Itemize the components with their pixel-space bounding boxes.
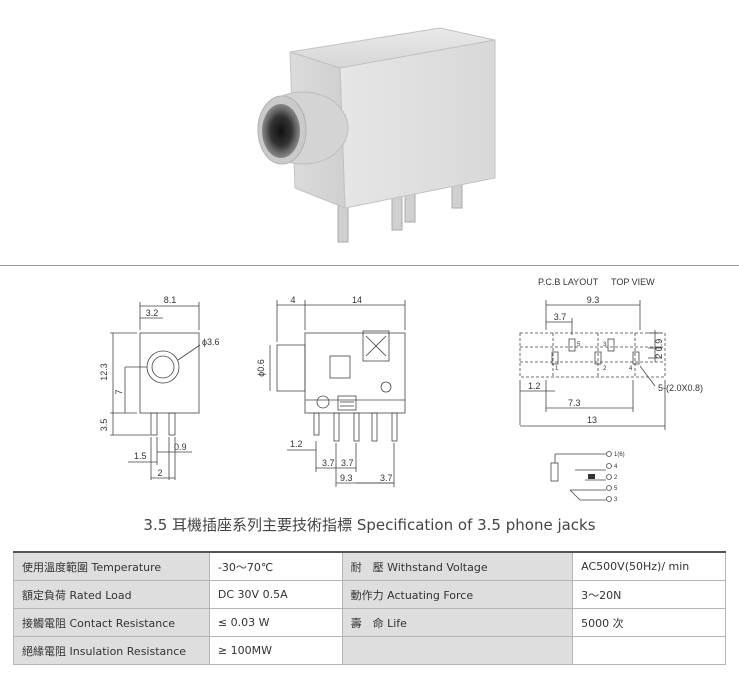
product-photo: [257, 27, 496, 243]
label-temperature: 使用溫度範圍 Temperature: [13, 551, 210, 581]
value-life: 5000 次: [572, 608, 726, 637]
dim-pcb-w1: 9.3: [587, 295, 600, 305]
dim-front-center: 7: [114, 389, 124, 394]
value-insulation-resistance: ≥ 100MW: [208, 636, 343, 665]
value-withstand-voltage: AC500V(50Hz)/ min: [572, 551, 726, 581]
pcb-num-5: 5: [577, 342, 581, 348]
value-rated-load: DC 30V 0.5A: [208, 580, 343, 609]
label-actuating-force: 動作力 Actuating Force: [341, 580, 574, 609]
label-contact-resistance: 接觸電阻 Contact Resistance: [13, 608, 210, 637]
label-insulation-resistance: 絕緣電阻 Insulation Resistance: [13, 636, 210, 665]
dim-pcb-mid: 7.3: [568, 398, 581, 408]
dim-pcb-h2: 2: [654, 353, 664, 358]
label-life: 壽 命 Life: [341, 608, 574, 637]
empty-cell: [341, 636, 574, 665]
label-withstand-voltage: 耐 壓 Withstand Voltage: [341, 551, 574, 581]
dim-front-pinoff: 1.5: [134, 451, 147, 461]
section-divider: [0, 265, 739, 266]
dim-side-span: 9.3: [340, 473, 353, 483]
dim-side-front: 4: [290, 295, 295, 305]
pcb-num-3: 3: [603, 342, 607, 348]
spec-title: 3.5 耳機插座系列主要技術指標 Specification of 3.5 ph…: [143, 516, 596, 534]
dim-side-tail: 3.7: [380, 473, 393, 483]
value-temperature: -30～70℃: [208, 551, 343, 581]
table-row: 額定負荷 Rated Load DC 30V 0.5A 動作力 Actuatin…: [13, 580, 726, 609]
sch-t3: 3: [614, 497, 618, 503]
dim-side-p1: 3.7: [322, 458, 335, 468]
value-actuating-force: 3～20N: [572, 580, 726, 609]
dim-side-p2: 3.7: [341, 458, 354, 468]
dim-front-offset: 3.2: [146, 308, 159, 318]
technical-drawings: 8.1 3.2 ϕ3.6 12.3 7 3.5 1.5 0.9 2 4 14 ϕ…: [99, 277, 703, 503]
label-rated-load: 額定負荷 Rated Load: [13, 580, 210, 609]
spec-table: 使用溫度範圍 Temperature -30～70℃ 耐 壓 Withstand…: [13, 551, 726, 665]
pcb-title: P.C.B LAYOUT: [538, 277, 599, 287]
dim-side-hole: ϕ0.6: [256, 359, 266, 377]
dim-pcb-w2: 3.7: [554, 312, 567, 322]
dim-front-hole: ϕ3.6: [202, 337, 220, 347]
sch-t2: 2: [614, 475, 618, 481]
table-row: 使用溫度範圍 Temperature -30～70℃ 耐 壓 Withstand…: [13, 551, 726, 581]
dim-front-pinlen: 3.5: [99, 419, 109, 432]
pcb-num-4: 4: [629, 366, 633, 372]
sch-t5: 5: [614, 486, 618, 492]
sch-t1: 1(6): [614, 452, 625, 458]
sch-t4: 4: [614, 464, 618, 470]
table-row: 絕緣電阻 Insulation Resistance ≥ 100MW: [13, 636, 726, 665]
pcb-num-2: 2: [603, 366, 607, 372]
pcb-subtitle: TOP VIEW: [611, 277, 655, 287]
dim-front-height: 12.3: [99, 363, 109, 381]
dim-pcb-total: 13: [587, 415, 597, 425]
dim-front-pinw: 0.9: [174, 442, 187, 452]
dim-pcb-left: 1.2: [528, 381, 541, 391]
dim-side-body: 14: [352, 295, 362, 305]
dim-pcb-h1: 0.9: [654, 339, 664, 352]
dim-front-gap: 2: [157, 468, 162, 478]
dim-front-width: 8.1: [164, 295, 177, 305]
dim-pcb-holes: 5-(2.0X0.8): [658, 383, 703, 393]
pcb-num-1: 1: [555, 366, 559, 372]
table-row: 接觸電阻 Contact Resistance ≤ 0.03 W 壽 命 Lif…: [13, 608, 726, 637]
empty-cell: [572, 636, 726, 665]
value-contact-resistance: ≤ 0.03 W: [208, 608, 343, 637]
dim-side-pina: 1.2: [290, 439, 303, 449]
